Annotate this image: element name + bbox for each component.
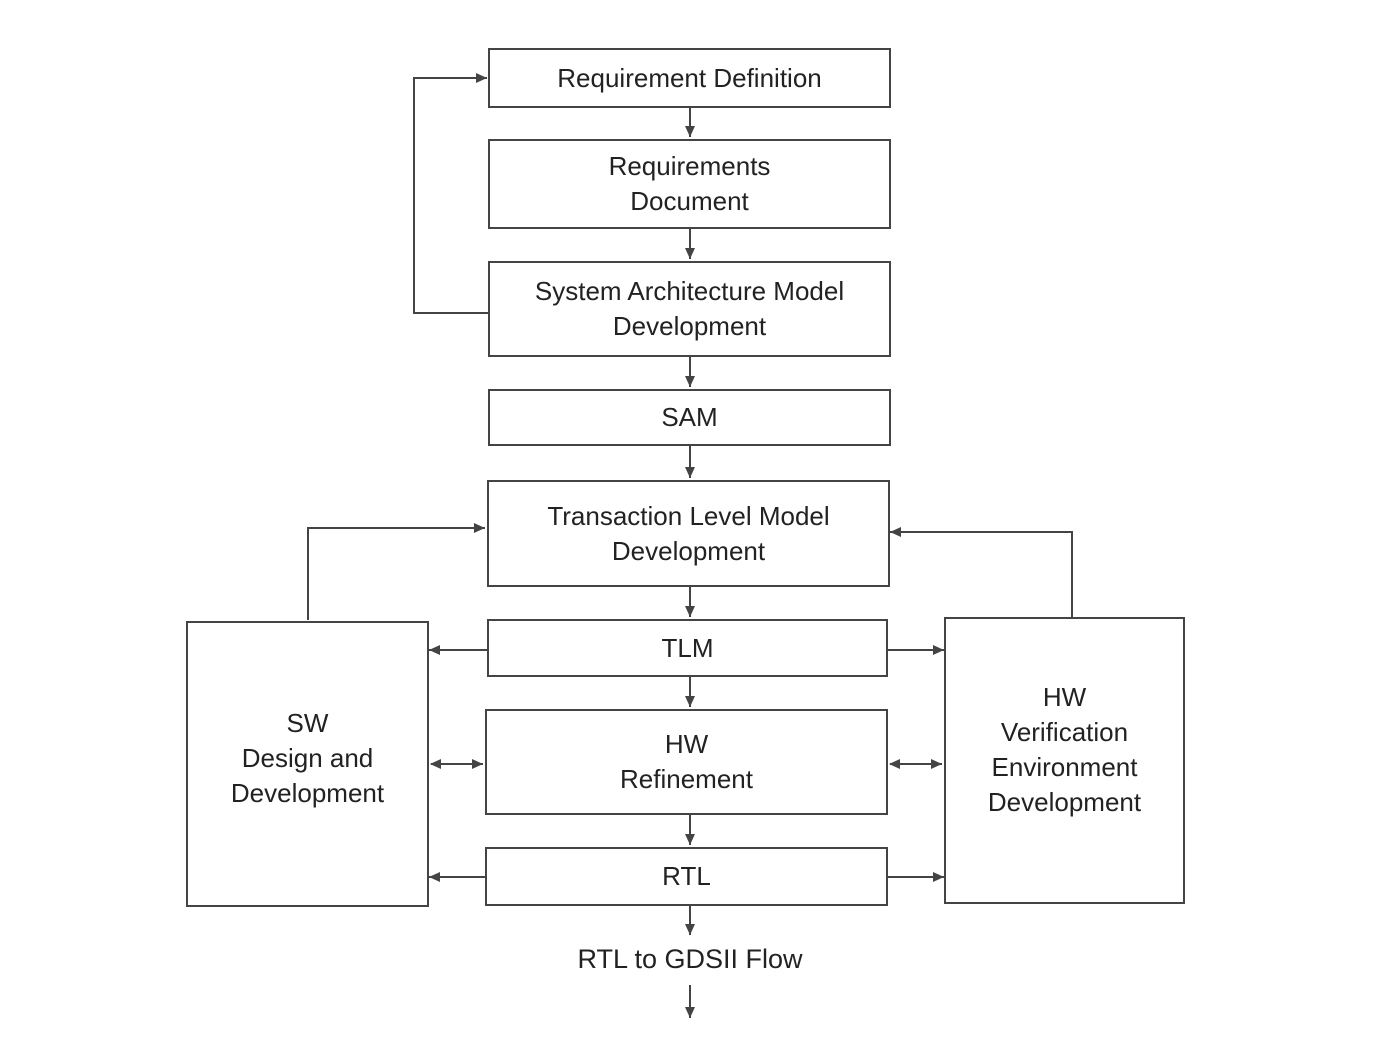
box-text-line: Requirement Definition	[557, 62, 822, 93]
box-text-line: Design and	[241, 742, 374, 773]
box-text-line: Development	[612, 311, 767, 341]
sw-design-and-development-box: SW Design and Development	[186, 621, 429, 907]
box-text-line: Refinement	[620, 764, 753, 794]
arrow-sysarch-feedback	[413, 73, 489, 314]
box-text-line: Requirements	[608, 151, 771, 181]
box-text-line: Document	[630, 186, 749, 216]
box-text-line: TLM	[661, 632, 714, 663]
box-text-line: Development	[987, 786, 1142, 817]
box-text-line: HW	[664, 729, 709, 759]
box-text-line: Verification	[1000, 716, 1129, 747]
box-text-line: Development	[230, 777, 385, 808]
box-text-line: System Architecture Model	[534, 276, 845, 306]
sam-box: SAM	[488, 389, 891, 446]
system-architecture-model-development-box: System Architecture Model Development	[488, 261, 891, 357]
box-text-line: RTL	[662, 861, 711, 891]
transaction-level-model-development-box: Transaction Level Model Development	[487, 480, 890, 587]
requirements-document-box: Requirements Document	[488, 139, 891, 229]
box-text-line: Environment	[991, 751, 1138, 782]
box-text-line: HW	[1042, 681, 1087, 712]
requirement-definition-box: Requirement Definition	[488, 48, 891, 108]
arrow-hwver-to-tlmdev	[890, 527, 1073, 617]
tlm-box: TLM	[487, 619, 888, 677]
rtl-to-gdsii-flow-label: RTL to GDSII Flow	[577, 944, 803, 974]
box-text-line: Development	[611, 535, 766, 566]
arrow-sw-to-tlmdev	[307, 523, 485, 620]
box-text-line: SW	[286, 707, 329, 738]
box-text-line: Transaction Level Model	[547, 500, 830, 531]
box-text-line: SAM	[661, 402, 718, 432]
hw-refinement-box: HW Refinement	[485, 709, 888, 815]
hw-verification-environment-development-box: HW Verification Environment Development	[944, 617, 1185, 904]
rtl-box: RTL	[485, 847, 888, 906]
